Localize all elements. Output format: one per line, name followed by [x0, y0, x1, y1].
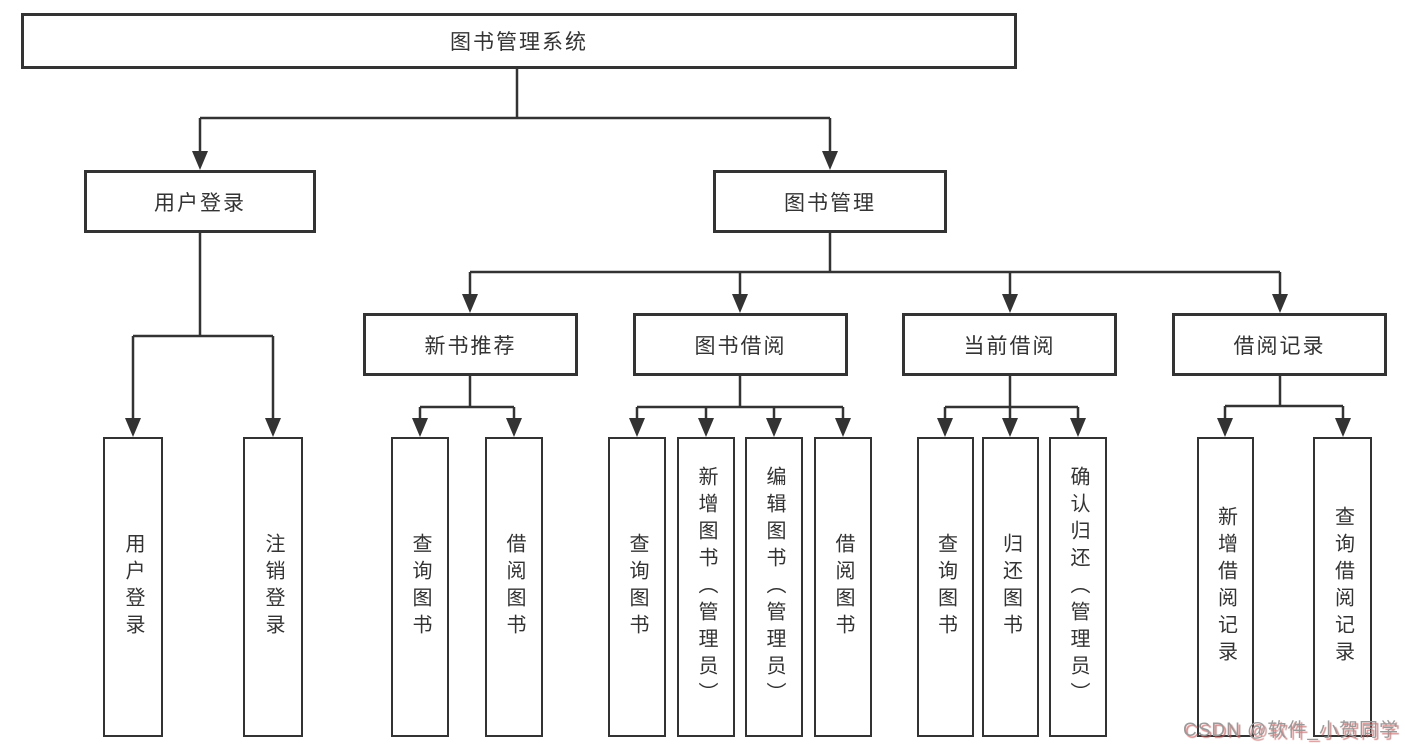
leaf-label: 确认归还（管理员） — [1067, 465, 1089, 709]
leaf-label: 归还图书 — [999, 533, 1022, 641]
leaf-label: 借阅图书 — [832, 533, 854, 641]
leaf-query-books-recommend: 查询图书 — [391, 437, 449, 737]
leaf-label: 新增图书（管理员） — [695, 465, 717, 709]
leaf-label: 查询图书 — [626, 533, 648, 641]
leaf-query-books-borrowing: 查询图书 — [608, 437, 666, 737]
leaf-logout: 注销登录 — [243, 437, 303, 737]
node-borrowing-records: 借阅记录 — [1172, 313, 1387, 376]
node-label: 图书管理 — [784, 191, 876, 215]
leaf-return-books: 归还图书 — [982, 437, 1039, 737]
node-label: 图书借阅 — [694, 334, 787, 358]
node-book-management-branch: 图书管理 — [713, 170, 947, 233]
node-label: 新书推荐 — [424, 334, 517, 358]
node-current-borrowing: 当前借阅 — [902, 313, 1117, 376]
leaf-label: 查询借阅记录 — [1331, 506, 1354, 668]
leaf-label: 借阅图书 — [503, 533, 525, 641]
leaf-label: 新增借阅记录 — [1214, 506, 1237, 668]
leaf-confirm-return-admin: 确认归还（管理员） — [1049, 437, 1107, 737]
node-user-login-branch: 用户登录 — [84, 170, 316, 233]
node-label: 当前借阅 — [963, 334, 1056, 358]
leaf-user-login: 用户登录 — [103, 437, 163, 737]
leaf-label: 用户登录 — [122, 533, 144, 641]
leaf-label: 查询图书 — [934, 533, 957, 641]
node-label: 图书管理系统 — [450, 31, 588, 54]
leaf-label: 注销登录 — [262, 533, 284, 641]
leaf-borrow-books: 借阅图书 — [814, 437, 872, 737]
leaf-query-books-current: 查询图书 — [917, 437, 974, 737]
leaf-label: 编辑图书（管理员） — [763, 465, 785, 709]
csdn-watermark: CSDN @软件_小贺同学 — [1183, 720, 1399, 741]
node-library-management-system: 图书管理系统 — [21, 13, 1017, 69]
leaf-borrow-books-recommend: 借阅图书 — [485, 437, 543, 737]
leaf-query-borrow-record: 查询借阅记录 — [1313, 437, 1372, 737]
leaf-label: 查询图书 — [409, 533, 431, 641]
node-label: 借阅记录 — [1233, 334, 1326, 358]
leaf-add-borrow-record: 新增借阅记录 — [1197, 437, 1254, 737]
node-new-book-recommendation: 新书推荐 — [363, 313, 578, 376]
leaf-add-books-admin: 新增图书（管理员） — [677, 437, 735, 737]
leaf-edit-books-admin: 编辑图书（管理员） — [745, 437, 803, 737]
node-book-borrowing: 图书借阅 — [633, 313, 848, 376]
node-label: 用户登录 — [154, 191, 246, 215]
